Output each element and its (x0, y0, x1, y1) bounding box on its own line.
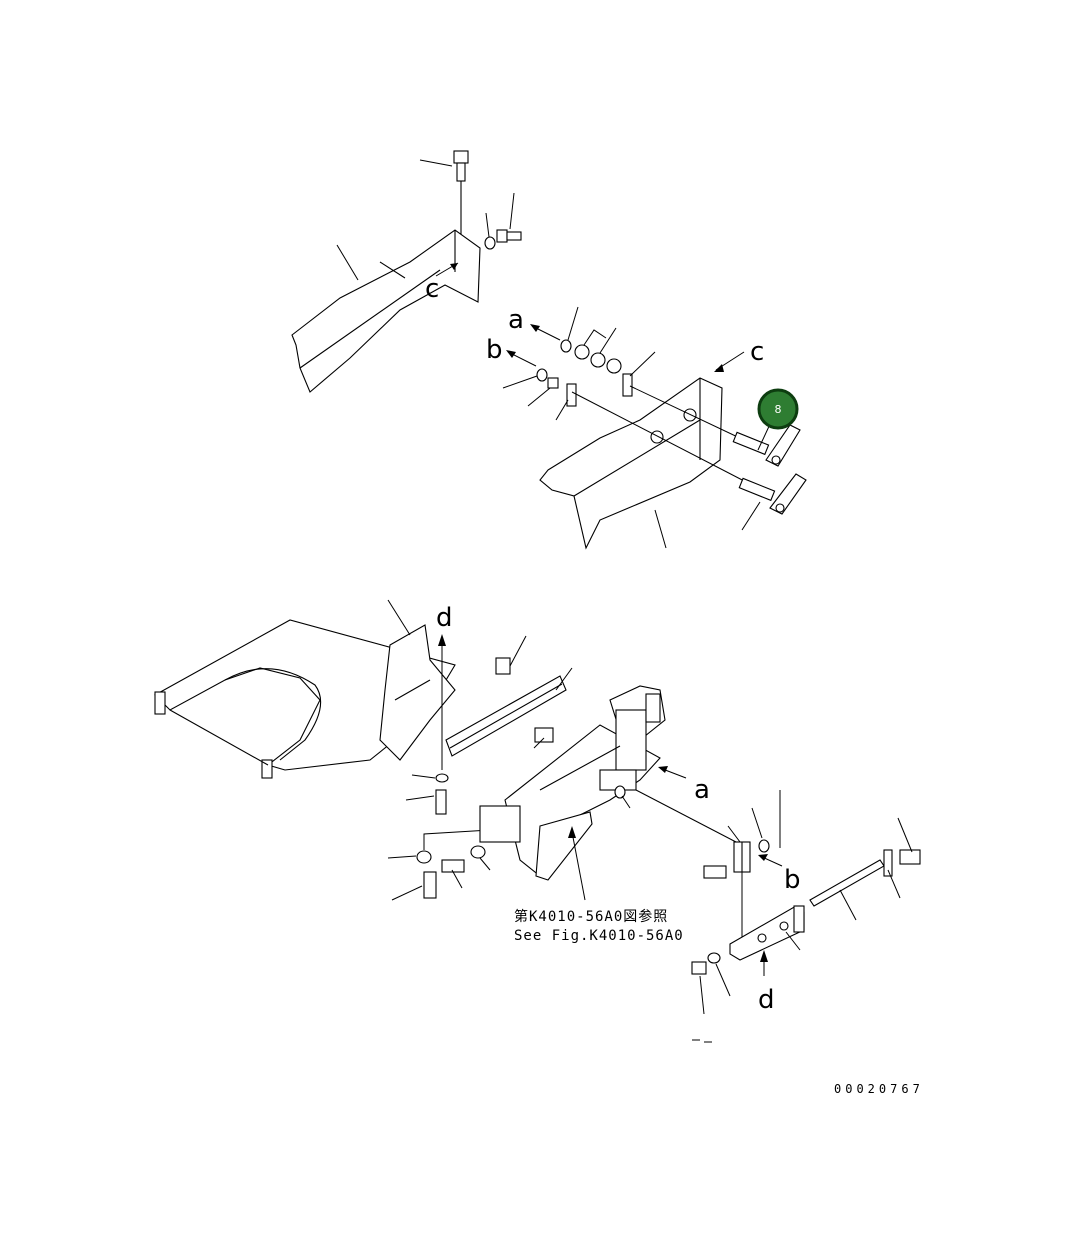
mount-bracket (379, 599, 456, 761)
reference-note-jp: 第K4010-56A0図参照 (514, 908, 668, 925)
lever-assembly (479, 685, 666, 901)
side-bolt (484, 192, 522, 250)
lever-rod (809, 817, 921, 921)
bottom-nut-washer (691, 952, 731, 1043)
connection-letter-c-lower: c (750, 337, 764, 367)
callout-badge-circle[interactable] (757, 388, 799, 430)
connection-letter-a-lower: a (694, 775, 710, 805)
clevis-block (703, 790, 781, 940)
connection-letter-c-upper: c (425, 274, 439, 304)
reference-note-en: See Fig.K4010-56A0 (514, 928, 684, 944)
connection-letter-b-upper: b (486, 335, 503, 365)
connection-letter-d-lower: d (758, 985, 775, 1015)
lever-handle-lower (738, 473, 807, 531)
connection-letter-d-upper: d (436, 603, 453, 633)
guide-rail (445, 635, 573, 757)
callout-badge-label[interactable]: 8 (775, 403, 782, 416)
lower-bracket (729, 905, 805, 961)
connection-letter-b-lower: b (784, 865, 801, 895)
upper-cover (291, 229, 481, 393)
left-bolt-stack (387, 773, 491, 901)
floor-frame (154, 619, 456, 779)
lever-handle-upper (732, 424, 801, 467)
washers-and-nuts (502, 306, 656, 421)
figure-code: 00020767 (834, 1082, 924, 1096)
connection-letter-a-upper: a (508, 305, 524, 335)
callout-badge[interactable]: 8 (757, 388, 799, 451)
